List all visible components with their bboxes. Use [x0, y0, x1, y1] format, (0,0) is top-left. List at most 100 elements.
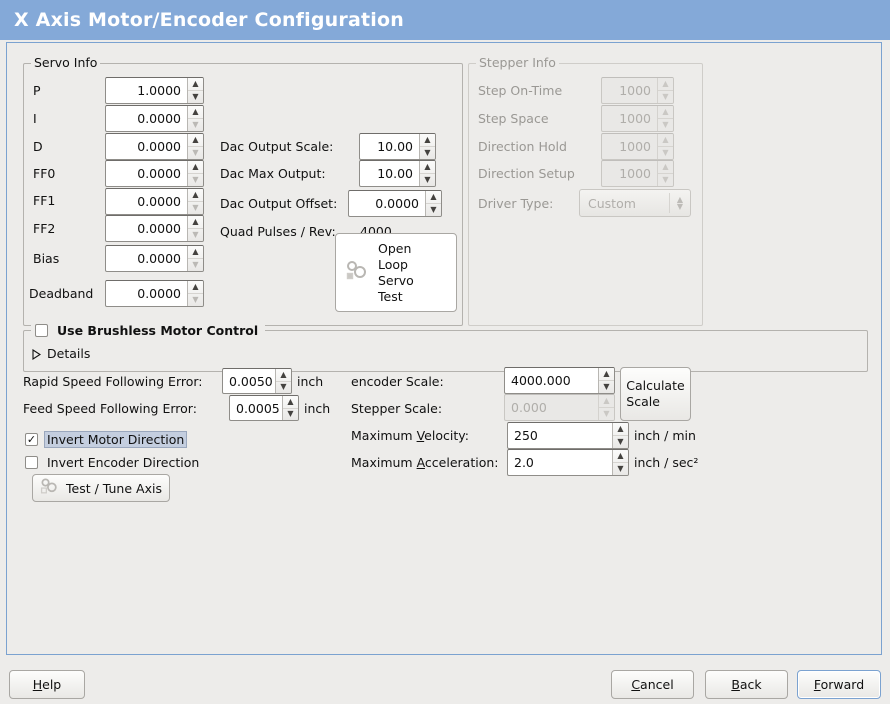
maximum-acceleration-label: Maximum Acceleration:	[351, 455, 498, 471]
dac-output-scale-input[interactable]: 10.00 ▲ ▼	[359, 133, 436, 160]
feed-spinner[interactable]: ▲ ▼	[282, 396, 298, 420]
spinner-down-icon[interactable]: ▼	[603, 382, 610, 391]
spinner-down-icon[interactable]: ▼	[192, 203, 199, 212]
step-on-time-input: 1000 ▲ ▼	[601, 77, 674, 104]
cancel-button[interactable]: Cancel	[611, 670, 694, 699]
spinner-down-icon[interactable]: ▼	[617, 464, 624, 473]
invert-motor-direction-checkbox[interactable]: ✓ Invert Motor Direction	[25, 431, 188, 448]
spinner-up-icon[interactable]: ▲	[188, 189, 203, 202]
dac-output-offset-input[interactable]: 0.0000 ▲ ▼	[348, 190, 442, 217]
calculate-scale-label: Calculate Scale	[626, 378, 684, 410]
dac-output-scale-spinner[interactable]: ▲ ▼	[419, 134, 435, 159]
calculate-scale-button[interactable]: Calculate Scale	[620, 367, 691, 421]
spinner-up-icon: ▲	[658, 161, 673, 174]
maximum-velocity-spinner[interactable]: ▲ ▼	[612, 423, 628, 448]
max-accel-mnemonic: A	[416, 455, 425, 470]
forward-mnemonic: F	[813, 677, 821, 692]
spinner-down-icon[interactable]: ▼	[192, 175, 199, 184]
spinner-up-icon[interactable]: ▲	[613, 423, 628, 436]
spinner-down-icon[interactable]: ▼	[424, 175, 431, 184]
rapid-speed-following-error-label: Rapid Speed Following Error:	[23, 374, 203, 389]
spinner-down-icon[interactable]: ▼	[424, 148, 431, 157]
servo-input-i[interactable]: 0.0000 ▲ ▼	[105, 105, 204, 132]
servo-input-deadband[interactable]: 0.0000 ▲ ▼	[105, 280, 204, 307]
spinner-up-icon[interactable]: ▲	[599, 368, 614, 381]
checkbox-box[interactable]	[35, 324, 48, 337]
servo-input-ff0-spinner[interactable]: ▲ ▼	[187, 161, 203, 186]
dac-output-offset-spinner[interactable]: ▲ ▼	[425, 191, 441, 216]
servo-input-ff1[interactable]: 0.0000 ▲ ▼	[105, 188, 204, 215]
spinner-down-icon[interactable]: ▼	[617, 437, 624, 446]
spinner-down-icon[interactable]: ▼	[287, 409, 294, 419]
dac-max-output-input[interactable]: 10.00 ▲ ▼	[359, 160, 436, 187]
chevron-right-icon[interactable]	[32, 348, 41, 360]
spinner-down-icon[interactable]: ▼	[192, 295, 199, 304]
servo-input-d[interactable]: 0.0000 ▲ ▼	[105, 133, 204, 160]
servo-label-bias: Bias	[33, 251, 60, 266]
spinner-down-icon[interactable]: ▼	[192, 92, 199, 101]
servo-input-p[interactable]: 1.0000 ▲ ▼	[105, 77, 204, 104]
servo-input-i-spinner[interactable]: ▲ ▼	[187, 106, 203, 131]
spinner-up-icon[interactable]: ▲	[188, 161, 203, 174]
spinner-up-icon: ▲	[658, 78, 673, 91]
spinner-up-icon[interactable]: ▲	[283, 396, 298, 409]
checkbox-box[interactable]: ✓	[25, 433, 38, 446]
spinner-up-icon[interactable]: ▲	[420, 134, 435, 147]
spinner-up-icon[interactable]: ▲	[276, 369, 291, 382]
maximum-acceleration-spinner[interactable]: ▲ ▼	[612, 450, 628, 475]
invert-encoder-direction-checkbox[interactable]: Invert Encoder Direction	[25, 454, 202, 471]
servo-input-deadband-spinner[interactable]: ▲ ▼	[187, 281, 203, 306]
encoder-scale-label: encoder Scale:	[351, 374, 444, 389]
servo-input-ff1-value: 0.0000	[137, 194, 181, 209]
help-button[interactable]: Help	[9, 670, 85, 699]
maximum-acceleration-input[interactable]: 2.0 ▲ ▼	[507, 449, 629, 476]
servo-input-ff2-spinner[interactable]: ▲ ▼	[187, 216, 203, 241]
servo-input-p-value: 1.0000	[137, 83, 181, 98]
rapid-speed-following-error-input[interactable]: 0.0050 ▲ ▼	[222, 368, 292, 394]
spinner-up-icon[interactable]: ▲	[188, 246, 203, 259]
spinner-up-icon[interactable]: ▲	[420, 161, 435, 174]
feed-speed-unit: inch	[304, 401, 331, 416]
encoder-scale-input[interactable]: 4000.000 ▲ ▼	[504, 367, 615, 394]
forward-button[interactable]: Forward	[797, 670, 881, 699]
servo-input-bias[interactable]: 0.0000 ▲ ▼	[105, 245, 204, 272]
spinner-up-icon[interactable]: ▲	[188, 78, 203, 91]
servo-input-ff1-spinner[interactable]: ▲ ▼	[187, 189, 203, 214]
direction-hold-label: Direction Hold	[478, 139, 567, 154]
servo-input-p-spinner[interactable]: ▲ ▼	[187, 78, 203, 103]
back-post: ack	[739, 677, 762, 692]
back-button-label: Back	[731, 677, 761, 692]
servo-input-d-spinner[interactable]: ▲ ▼	[187, 134, 203, 159]
spinner-up-icon[interactable]: ▲	[188, 106, 203, 119]
servo-input-ff0[interactable]: 0.0000 ▲ ▼	[105, 160, 204, 187]
open-loop-servo-test-button[interactable]: Open Loop Servo Test	[335, 233, 457, 312]
spinner-up-icon[interactable]: ▲	[613, 450, 628, 463]
rapid-spinner[interactable]: ▲ ▼	[275, 369, 291, 393]
spinner-up-icon[interactable]: ▲	[188, 281, 203, 294]
spinner-down-icon[interactable]: ▼	[430, 205, 437, 214]
spinner-up-icon[interactable]: ▲	[188, 134, 203, 147]
feed-speed-following-error-input[interactable]: 0.0005 ▲ ▼	[229, 395, 299, 421]
spinner-down-icon[interactable]: ▼	[192, 148, 199, 157]
servo-input-ff2[interactable]: 0.0000 ▲ ▼	[105, 215, 204, 242]
content-panel: Servo Info P I D FF0 FF1 FF2 Bias Deadba…	[6, 42, 882, 655]
dac-max-output-spinner[interactable]: ▲ ▼	[419, 161, 435, 186]
checkbox-box[interactable]	[25, 456, 38, 469]
spinner-down-icon[interactable]: ▼	[192, 260, 199, 269]
calculate-scale-line-1: Calculate	[626, 378, 685, 393]
encoder-scale-spinner[interactable]: ▲ ▼	[598, 368, 614, 393]
servo-input-bias-spinner[interactable]: ▲ ▼	[187, 246, 203, 271]
use-brushless-motor-control-checkbox[interactable]: Use Brushless Motor Control	[31, 322, 266, 339]
spinner-down-icon[interactable]: ▼	[280, 382, 287, 392]
spinner-down-icon[interactable]: ▼	[192, 230, 199, 239]
stepper-scale-spinner: ▲ ▼	[598, 395, 614, 420]
test-tune-axis-button[interactable]: Test / Tune Axis	[32, 474, 170, 502]
spinner-up-icon[interactable]: ▲	[426, 191, 441, 204]
maximum-velocity-input[interactable]: 250 ▲ ▼	[507, 422, 629, 449]
back-button[interactable]: Back	[705, 670, 788, 699]
spinner-up-icon[interactable]: ▲	[188, 216, 203, 229]
servo-info-legend: Servo Info	[31, 56, 101, 70]
spinner-down-icon[interactable]: ▼	[192, 120, 199, 129]
step-space-value: 1000	[619, 111, 651, 126]
details-expander[interactable]: Details	[32, 346, 90, 361]
